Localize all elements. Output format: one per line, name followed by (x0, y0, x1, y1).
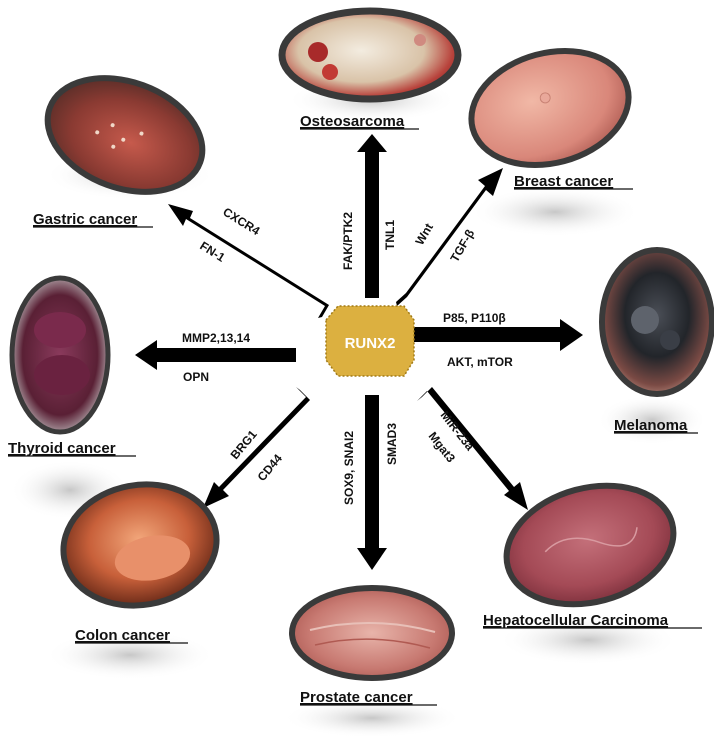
prostate-image (292, 588, 452, 678)
disease-label-thyroid: Thyroid cancer (8, 440, 116, 457)
melanoma-image (602, 250, 712, 394)
arrow-colon (203, 387, 310, 508)
disease-label-gastric: Gastric cancer (33, 211, 137, 228)
gene-label-osteosarcoma-2: TNL1 (383, 220, 397, 250)
gene-label-gastric-1: CXCR4 (220, 205, 262, 239)
arrow-prostate (357, 395, 387, 570)
disease-label-melanoma: Melanoma (614, 417, 688, 434)
gene-label-osteosarcoma-1: FAK/PTK2 (341, 212, 355, 270)
arrow-osteosarcoma (357, 134, 387, 298)
gene-label-gastric-2: FN-1 (197, 239, 227, 265)
gene-label-prostate-2: SMAD3 (385, 423, 399, 465)
gene-label-melanoma-1: P85, P110β (443, 311, 506, 325)
thyroid-image (12, 278, 108, 432)
arrow-hepatocellular (417, 387, 528, 510)
disease-label-prostate: Prostate cancer (300, 689, 413, 706)
arrow-breast (396, 168, 503, 306)
gene-label-prostate-1: SOX9, SNAI2 (342, 431, 356, 505)
disease-label-hepatocellular: Hepatocellular Carcinoma (483, 612, 669, 629)
gene-label-melanoma-2: AKT, mTOR (447, 355, 513, 369)
disease-label-colon: Colon cancer (75, 627, 170, 644)
center-node: RUNX2 (326, 306, 414, 376)
center-label: RUNX2 (345, 335, 396, 352)
gene-label-thyroid-1: MMP2,13,14 (182, 331, 250, 345)
gene-label-breast-1: Wnt (412, 221, 435, 248)
disease-label-osteosarcoma: Osteosarcoma (300, 113, 405, 130)
gene-label-colon-2: CD44 (255, 451, 286, 484)
osteosarcoma-image (282, 11, 458, 99)
disease-label-breast: Breast cancer (514, 173, 613, 190)
breast-image (458, 34, 641, 182)
gene-label-thyroid-2: OPN (183, 370, 209, 384)
